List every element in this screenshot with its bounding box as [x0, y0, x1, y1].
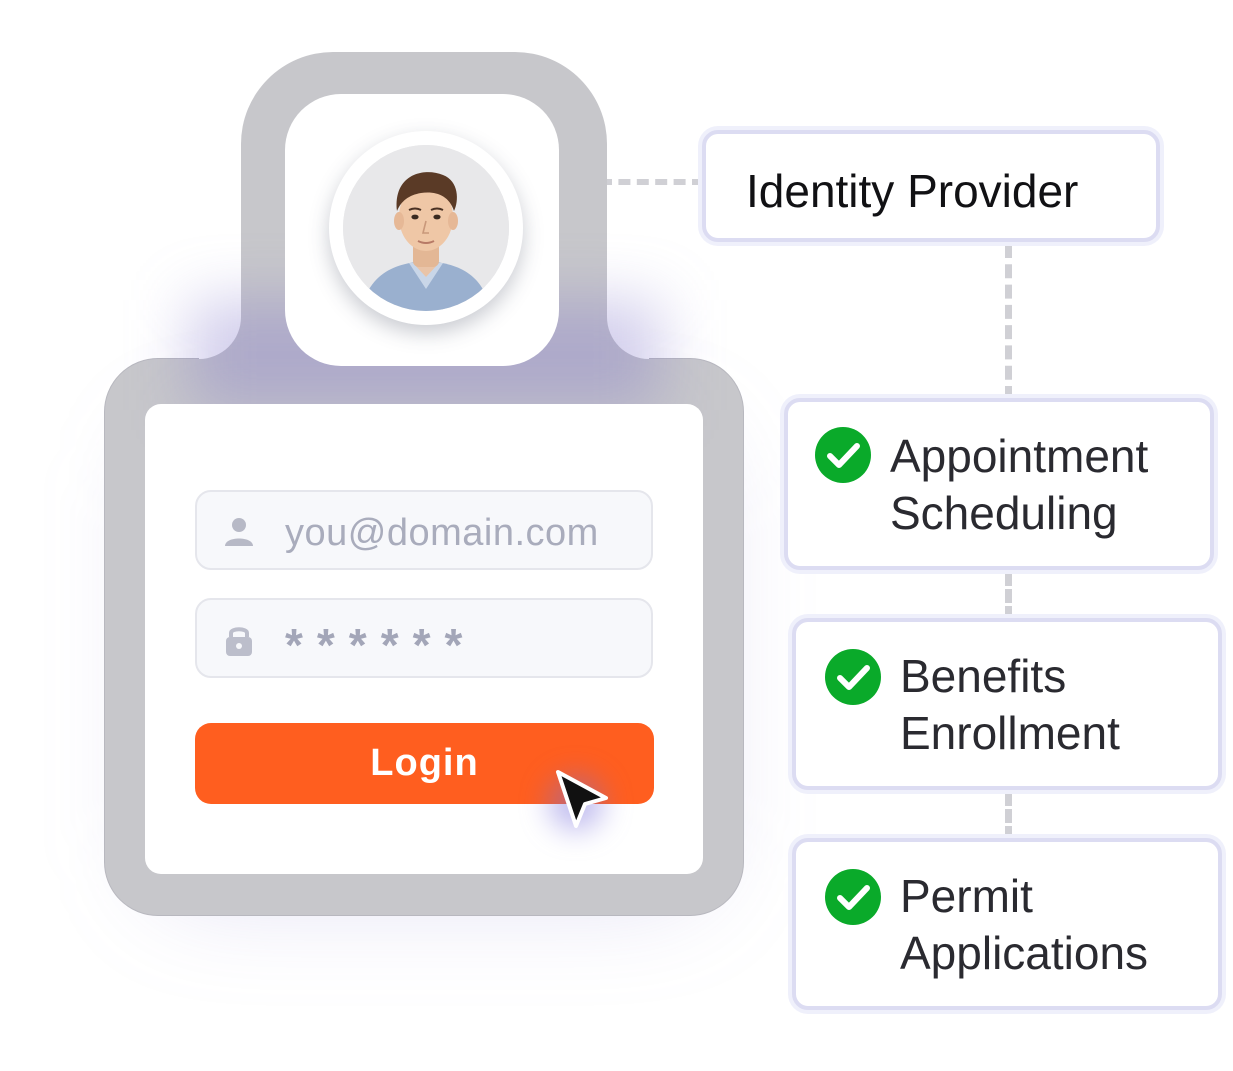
service-label: Permit Applications: [900, 868, 1148, 982]
check-circle-icon: [824, 648, 882, 706]
service-label: Appointment Scheduling: [890, 428, 1148, 542]
identity-provider-label: Identity Provider: [746, 164, 1078, 218]
identity-provider-box: Identity Provider: [702, 130, 1160, 242]
avatar: [343, 145, 509, 311]
connector-avatar-to-idp: [600, 179, 704, 185]
check-circle-icon: [824, 868, 882, 926]
connector-idp-to-appointment: [1005, 244, 1012, 400]
password-field[interactable]: ******: [195, 598, 653, 678]
email-field[interactable]: you@domain.com: [195, 490, 653, 570]
mouse-cursor-icon: [552, 768, 612, 836]
service-label: Benefits Enrollment: [900, 648, 1120, 762]
avatar-portrait: [343, 145, 509, 311]
service-benefits-enrollment: Benefits Enrollment: [792, 618, 1222, 790]
connector-benefits-to-permit: [1005, 792, 1012, 840]
service-appointment-scheduling: Appointment Scheduling: [784, 398, 1214, 570]
email-placeholder: you@domain.com: [285, 512, 599, 555]
service-permit-applications: Permit Applications: [792, 838, 1222, 1010]
check-circle-icon: [814, 426, 872, 484]
connector-appointment-to-benefits: [1005, 572, 1012, 620]
lock-icon: [221, 622, 257, 658]
password-mask: ******: [285, 618, 476, 672]
user-icon: [221, 514, 257, 550]
